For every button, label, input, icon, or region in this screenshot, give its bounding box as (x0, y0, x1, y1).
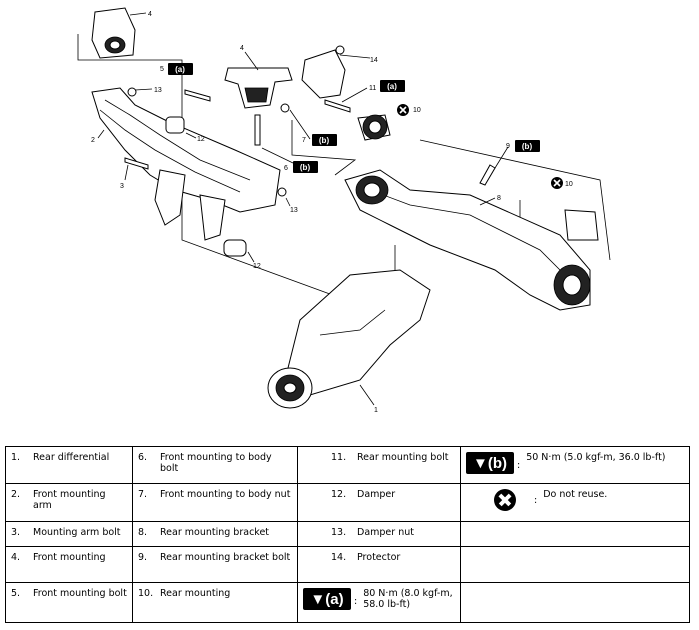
rear-differential (267, 269, 431, 409)
svg-text:(b): (b) (300, 163, 311, 172)
legend-cell: 12.Damper (297, 483, 461, 522)
callout-5: 5 (160, 66, 164, 73)
legend-cell: 5.Front mounting bolt (5, 582, 133, 623)
legend-cell: 4.Front mounting (5, 546, 133, 583)
svg-text:(a): (a) (387, 82, 397, 91)
torque-spec-a: ▼(a) : 80 N·m (8.0 kgf-m, 58.0 lb-ft) (297, 582, 461, 623)
callout-3: 3 (120, 183, 124, 190)
callout-12a: 12 (197, 136, 205, 143)
legend-cell: 1.Rear differential (5, 446, 133, 484)
rear-mounting-lower (564, 209, 599, 241)
front-mounting-top (91, 7, 136, 59)
legend-cell: 8.Rear mounting bracket (132, 521, 298, 547)
legend-row: 4.Front mounting 9.Rear mounting bracket… (5, 546, 690, 583)
no-reuse-marker-2 (551, 177, 563, 189)
legend-cell: 2.Front mounting arm (5, 483, 133, 522)
svg-text:(a): (a) (175, 65, 185, 74)
torque-badge-b-7: (b) (312, 134, 337, 146)
callout-11: 11 (369, 85, 376, 92)
torque-badge-a-11: (a) (380, 80, 405, 92)
legend-table: 1.Rear differential 6.Front mounting to … (5, 446, 690, 623)
callout-12b: 12 (253, 263, 261, 270)
callout-10a: 10 (413, 107, 421, 114)
callout-6: 6 (284, 165, 288, 172)
nuts (127, 45, 345, 197)
legend-row: 2.Front mounting arm 7.Front mounting to… (5, 483, 690, 522)
legend-row: 1.Rear differential 6.Front mounting to … (5, 446, 690, 484)
torque-badge-a-5: (a) (168, 63, 193, 75)
callout-7: 7 (302, 137, 306, 144)
leader-lines (97, 12, 509, 406)
callout-13a: 13 (154, 87, 162, 94)
legend-cell: 11.Rear mounting bolt (297, 446, 461, 484)
no-reuse-marker-1 (397, 104, 409, 116)
legend-cell: 9.Rear mounting bracket bolt (132, 546, 298, 583)
legend-cell: 14.Protector (297, 546, 461, 583)
legend-cell: 3.Mounting arm bolt (5, 521, 133, 547)
callout-9: 9 (506, 143, 510, 150)
legend-cell: 7.Front mounting to body nut (132, 483, 298, 522)
protector (301, 49, 346, 99)
torque-badge-b-9: (b) (515, 140, 540, 152)
callout-1: 1 (374, 407, 378, 414)
torque-b-text: 50 N·m (5.0 kgf-m, 36.0 lb-ft) (526, 452, 666, 463)
legend-cell: 10.Rear mounting (132, 582, 298, 623)
callout-4a: 4 (148, 11, 152, 18)
callout-14: 14 (370, 57, 378, 64)
torque-badge-b-6: (b) (293, 161, 318, 173)
callout-4b: 4 (240, 45, 244, 52)
callout-13b: 13 (290, 207, 298, 214)
torque-spec-b: ▼(b) : 50 N·m (5.0 kgf-m, 36.0 lb-ft) (460, 446, 690, 484)
legend-cell: 13.Damper nut (297, 521, 461, 547)
torque-wrench-icon-a: ▼(a) (303, 588, 351, 610)
diagram-svg: (a) (a) (b) (b) (b) 4 4 5 13 2 3 1 (77, 7, 611, 414)
rear-mounting-upper (357, 114, 391, 141)
bolts (124, 89, 496, 186)
callout-8: 8 (497, 195, 501, 202)
damper-lower (223, 239, 247, 257)
no-reuse-icon (494, 489, 516, 511)
legend-cell: 6.Front mounting to body bolt (132, 446, 298, 484)
no-reuse-text: Do not reuse. (543, 489, 608, 500)
legend-empty-cell (460, 546, 690, 583)
legend-row: 5.Front mounting bolt 10.Rear mounting ▼… (5, 582, 690, 623)
legend-empty-cell (460, 521, 690, 547)
front-mounting-arm (91, 87, 281, 241)
exploded-diagram: (a) (a) (b) (b) (b) 4 4 5 13 2 3 1 (77, 7, 611, 414)
callout-2: 2 (91, 137, 95, 144)
rear-mounting-bracket (344, 169, 591, 311)
front-mounting-middle (224, 67, 293, 109)
legend-empty-cell (460, 582, 690, 623)
torque-a-text: 80 N·m (8.0 kgf-m, 58.0 lb-ft) (363, 588, 453, 610)
no-reuse-spec: : Do not reuse. (460, 483, 690, 522)
svg-text:(b): (b) (522, 142, 533, 151)
svg-text:(b): (b) (319, 136, 330, 145)
damper-upper (165, 116, 185, 134)
legend-row: 3.Mounting arm bolt 8.Rear mounting brac… (5, 521, 690, 547)
torque-wrench-icon-b: ▼(b) (466, 452, 514, 474)
callout-10b: 10 (565, 181, 573, 188)
